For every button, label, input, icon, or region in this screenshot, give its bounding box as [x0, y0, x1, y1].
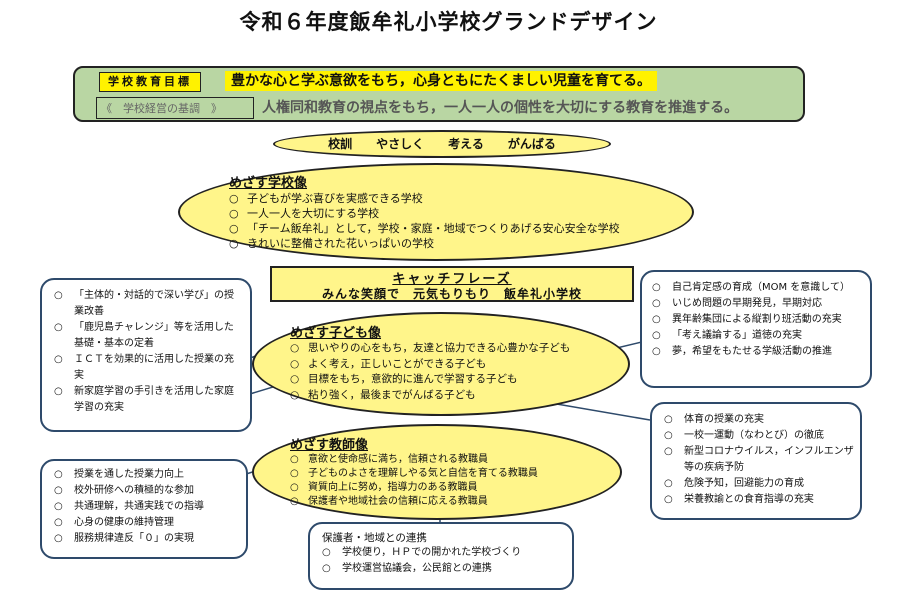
catchphrase-box [270, 266, 634, 302]
list-item: 資質向上に努め，指導力のある教職員 [290, 481, 538, 495]
catchphrase-text: みんな笑顔で 元気もりもり 飯牟礼小学校 [321, 287, 582, 301]
list-item: 授業を通した授業力向上 [54, 467, 238, 483]
moral-measures-list: 自己肯定感の育成（MOM を意識して） いじめ問題の早期発見，早期対応 異年齢集… [652, 280, 864, 360]
list-item: いじめ問題の早期発見，早期対応 [652, 296, 864, 312]
ideal-teacher-heading: めざす教師像 [290, 438, 369, 453]
teacher-measures-list: 授業を通した授業力向上 校外研修への積極的な参加 共通理解，共通実践での指導 心… [54, 467, 238, 547]
list-item: 「チーム飯牟礼」として，学校・家庭・地域でつくりあげる安心安全な学校 [229, 221, 620, 236]
learning-measures-list: 「主体的・対話的で深い学び」の授業改善 「鹿児島チャレンジ」等を活用した基礎・基… [54, 288, 242, 416]
list-item: 子どものよさを理解しやる気と自信を育てる教職員 [290, 467, 538, 481]
community-collaboration-box: 保護者・地域との連携 学校便り，ＨＰでの開かれた学校づくり 学校運営協議会，公民… [308, 522, 574, 590]
list-item: 意欲と使命感に満ち，信頼される教職員 [290, 453, 538, 467]
catchphrase-title: キャッチフレーズ [392, 272, 512, 287]
moral-measures-box: 自己肯定感の育成（MOM を意識して） いじめ問題の早期発見，早期対応 異年齢集… [640, 270, 872, 388]
learning-measures-box: 「主体的・対話的で深い学び」の授業改善 「鹿児島チャレンジ」等を活用した基礎・基… [40, 278, 252, 432]
list-item: 服務規律違反「０」の実現 [54, 531, 238, 547]
list-item: 保護者や地域社会の信頼に応える教職員 [290, 495, 538, 509]
list-item: 異年齢集団による縦割り班活動の充実 [652, 312, 864, 328]
health-measures-list: 体育の授業の充実 一校一運動（なわとび）の徹底 新型コロナウイルス，インフルエン… [664, 412, 854, 508]
list-item: 校外研修への積極的な参加 [54, 483, 238, 499]
list-item: 思いやりの心をもち，友達と協力できる心豊かな子ども [290, 341, 570, 357]
ideal-school-heading: めざす学校像 [229, 176, 308, 191]
community-collaboration-list: 学校便り，ＨＰでの開かれた学校づくり 学校運営協議会，公民館との連携 [322, 545, 564, 577]
page-title: 令和６年度飯牟礼小学校グランドデザイン [239, 10, 658, 34]
ideal-school-section: めざす学校像 子どもが学ぶ喜びを実感できる学校 一人一人を大切にする学校 「チー… [229, 172, 620, 251]
school-goal-text: 豊かな心と学ぶ意欲をもち，心身ともにたくましい児童を育てる。 [225, 71, 657, 91]
list-item: 新家庭学習の手引きを活用した家庭学習の充実 [54, 384, 242, 416]
list-item: 心身の健康の維持管理 [54, 515, 238, 531]
list-item: 共通理解，共通実践での指導 [54, 499, 238, 515]
list-item: 一校一運動（なわとび）の徹底 [664, 428, 854, 444]
list-item: よく考え，正しいことができる子ども [290, 357, 570, 373]
ideal-school-list: 子どもが学ぶ喜びを実感できる学校 一人一人を大切にする学校 「チーム飯牟礼」とし… [229, 191, 620, 251]
ideal-child-section: めざす子ども像 思いやりの心をもち，友達と協力できる心豊かな子ども よく考え，正… [290, 322, 570, 403]
ideal-child-heading: めざす子ども像 [290, 326, 382, 341]
community-collaboration-heading: 保護者・地域との連携 [322, 532, 427, 544]
ideal-teacher-section: めざす教師像 意欲と使命感に満ち，信頼される教職員 子どものよさを理解しやる気と… [290, 434, 538, 509]
list-item: 夢，希望をもたせる学級活動の推進 [652, 344, 864, 360]
list-item: 目標をもち，意欲的に進んで学習する子ども [290, 372, 570, 388]
ideal-teacher-list: 意欲と使命感に満ち，信頼される教職員 子どものよさを理解しやる気と自信を育てる教… [290, 453, 538, 509]
list-item: きれいに整備された花いっぱいの学校 [229, 236, 620, 251]
list-item: 学校便り，ＨＰでの開かれた学校づくり [322, 545, 564, 561]
school-motto: 校訓 やさしく 考える がんばる [273, 130, 611, 158]
list-item: 「鹿児島チャレンジ」等を活用した基礎・基本の定着 [54, 320, 242, 352]
list-item: ＩＣＴを効果的に活用した授業の充実 [54, 352, 242, 384]
list-item: 一人一人を大切にする学校 [229, 206, 620, 221]
list-item: 学校運営協議会，公民館との連携 [322, 561, 564, 577]
list-item: 新型コロナウイルス，インフルエンザ等の疾病予防 [664, 444, 854, 476]
list-item: 「考え議論する」道徳の充実 [652, 328, 864, 344]
list-item: 危険予知，回避能力の育成 [664, 476, 854, 492]
list-item: 子どもが学ぶ喜びを実感できる学校 [229, 191, 620, 206]
teacher-measures-box: 授業を通した授業力向上 校外研修への積極的な参加 共通理解，共通実践での指導 心… [40, 459, 248, 559]
list-item: 粘り強く，最後までがんばる子ども [290, 388, 570, 404]
list-item: 栄養教諭との食育指導の充実 [664, 492, 854, 508]
ideal-child-list: 思いやりの心をもち，友達と協力できる心豊かな子ども よく考え，正しいことができる… [290, 341, 570, 403]
health-measures-box: 体育の授業の充実 一校一運動（なわとび）の徹底 新型コロナウイルス，インフルエン… [650, 402, 862, 520]
school-goal-label: 学校教育目標 [99, 72, 201, 92]
school-policy-text: 人権同和教育の視点をもち，一人一人の個性を大切にする教育を推進する。 [262, 100, 739, 116]
school-policy-label: 《 学校経営の基調 》 [96, 97, 254, 119]
list-item: 「主体的・対話的で深い学び」の授業改善 [54, 288, 242, 320]
list-item: 体育の授業の充実 [664, 412, 854, 428]
list-item: 自己肯定感の育成（MOM を意識して） [652, 280, 864, 296]
